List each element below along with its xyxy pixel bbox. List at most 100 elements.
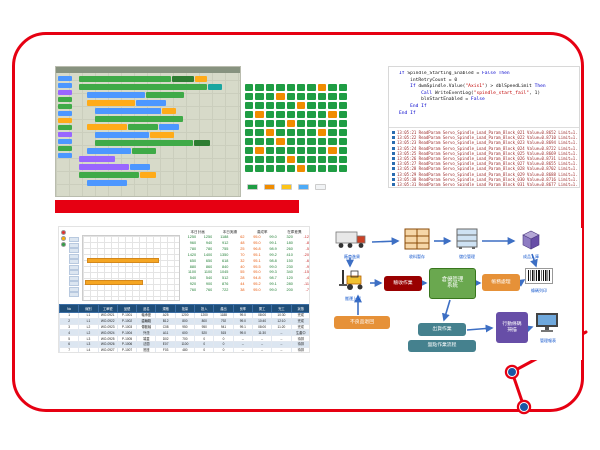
palette-block <box>58 104 72 109</box>
number-value: -15 <box>303 270 310 275</box>
block-segment <box>79 172 139 178</box>
flow-arrows <box>346 237 538 333</box>
shelf-caption: 收料暫存 <box>409 254 425 259</box>
strip-cell <box>69 242 79 248</box>
log-marker-icon <box>392 157 395 161</box>
code-line: End If <box>399 111 577 118</box>
block-row <box>87 124 240 130</box>
bin-cell <box>276 84 285 91</box>
code-line: End If <box>399 104 577 111</box>
bin-cell <box>286 84 295 91</box>
block-row <box>95 108 240 114</box>
number-value: 876 <box>222 282 229 287</box>
log-text: 13:05:24 ReadParam Servo_Spindle_Load_Pa… <box>397 145 578 151</box>
block-segment <box>79 156 115 162</box>
number-value: 99.3 <box>269 270 277 275</box>
log-marker-icon <box>392 167 395 171</box>
legend-chip <box>281 184 292 190</box>
rack-node: 儲位管理 <box>454 228 480 260</box>
log-line: 13:05:30 ReadParam Servo_Spindle_Load_Pa… <box>392 177 578 182</box>
number-value: 540 <box>189 276 197 281</box>
bin-cell <box>286 147 295 154</box>
block-segment <box>136 100 166 106</box>
log-text: 13:05:28 ReadParam Servo_Spindle_Load_Pa… <box>397 166 578 172</box>
number-value: 99.0 <box>269 264 277 269</box>
palette-block <box>58 146 72 151</box>
status-grid-legend <box>247 184 326 190</box>
log-line: 13:05:24 ReadParam Servo_Spindle_Load_Pa… <box>392 146 578 151</box>
code-token: If <box>399 71 408 76</box>
block-row <box>87 92 240 98</box>
code-token: End If <box>399 103 427 109</box>
palette-block <box>58 97 72 102</box>
bin-cell <box>245 111 254 118</box>
block-row <box>79 76 240 82</box>
rf-scan-box: 行動條碼 掃描 <box>496 312 528 343</box>
log-marker-icon <box>392 177 395 181</box>
bin-cell <box>245 93 254 100</box>
bin-cell <box>286 93 295 100</box>
number-value: 340 <box>286 270 293 275</box>
forklift-caption: 搬運上架 <box>345 296 361 301</box>
strip-cell <box>69 270 79 275</box>
bin-cell <box>276 102 285 109</box>
corner-dot-lower <box>519 402 529 412</box>
number-value: 755 <box>222 246 229 251</box>
log-marker-icon <box>392 146 395 150</box>
column-header: 品號 <box>116 304 138 313</box>
number-value: 512 <box>222 276 229 281</box>
log-marker-icon <box>392 162 395 166</box>
code-token: WriteEventLog( <box>434 90 474 96</box>
code-line: intRetryCount = 0 <box>399 78 577 85</box>
palette-block <box>58 132 72 137</box>
bin-cell <box>255 147 264 154</box>
table-cell: -- <box>271 346 292 352</box>
column-header: 投入 <box>194 304 215 313</box>
block-segment <box>146 92 184 98</box>
bin-cell <box>245 129 254 136</box>
code-line: blnStartEnabled = False <box>399 97 577 104</box>
code-token: Call <box>399 90 435 96</box>
number-value: 1400 <box>203 252 213 257</box>
bin-cell <box>286 165 295 172</box>
code-token: Then <box>495 71 510 76</box>
bin-cell <box>245 156 254 163</box>
shelf-icon <box>404 228 430 250</box>
block-segment <box>95 132 149 138</box>
block-segment <box>79 76 171 82</box>
number-value: 230 <box>286 264 293 269</box>
traffic-dot <box>61 236 66 241</box>
strip-cell <box>69 292 79 297</box>
log-marker-icon <box>392 131 395 134</box>
strip-cell <box>69 275 79 281</box>
group-title: 達成率 <box>256 230 268 234</box>
bin-cell <box>296 147 306 154</box>
bin-cell <box>317 93 327 100</box>
column-header: 產出 <box>213 304 234 313</box>
column-header: 開工 <box>251 304 273 313</box>
table-cell: WO-0927 <box>97 346 118 352</box>
bin-cell <box>276 138 285 145</box>
group-title: 在庫差異 <box>287 230 302 234</box>
number-value: 95.0 <box>253 270 261 275</box>
bin-cell <box>307 111 316 118</box>
number-value: 25 <box>240 246 245 251</box>
bin-cell <box>276 156 285 163</box>
code-token: Spindle_Starting_Enabled = <box>407 71 482 76</box>
number-value: 120 <box>286 276 293 281</box>
number-value: -7 <box>305 288 309 293</box>
bin-cell <box>276 165 285 172</box>
number-value: 62 <box>240 235 245 239</box>
number-row: 260-5 <box>280 247 309 253</box>
block-segment <box>79 84 207 90</box>
